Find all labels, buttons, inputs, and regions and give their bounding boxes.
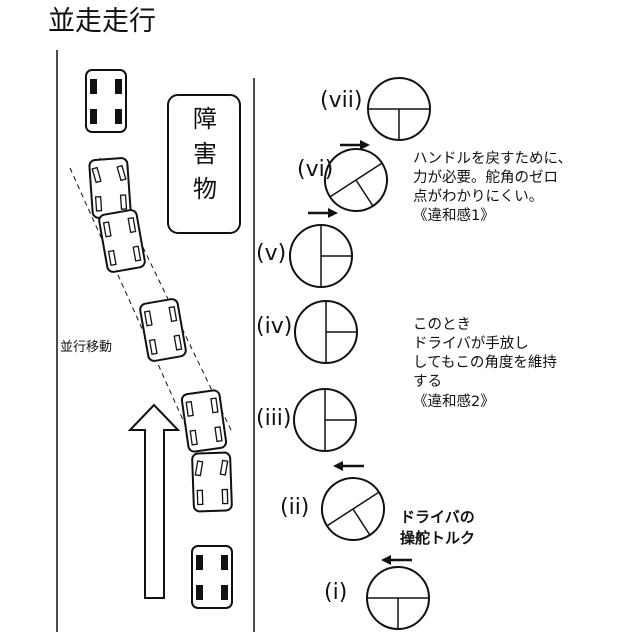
steering-wheel-ii — [310, 466, 396, 552]
steering-wheel-v — [290, 225, 352, 287]
driver-torque-label: ドライバの 操舵トルク — [400, 507, 475, 549]
steering-wheel-iii — [294, 389, 356, 451]
car-top — [86, 70, 126, 132]
arrow-left-i-icon — [381, 555, 412, 565]
car-bottom — [192, 546, 232, 608]
steering-wheel-iv — [295, 301, 357, 363]
arrow-left-ii-icon — [333, 461, 364, 471]
note-discomfort-1: ハンドルを戻すために、 力が必要。舵角のゼロ 点がわかりにくい。 《違和感1》 — [413, 150, 572, 227]
car-step-3 — [139, 298, 186, 362]
stage-label-ii: (ii) — [280, 495, 309, 520]
steering-wheel-i — [367, 567, 429, 629]
car-step-5 — [192, 452, 232, 511]
stage-label-vi: (vi) — [297, 157, 333, 182]
obstacle-label: 障害物 — [188, 102, 222, 206]
stage-label-iii: (iii) — [256, 406, 292, 431]
forward-arrow — [130, 405, 178, 598]
stage-label-v: (v) — [256, 241, 286, 266]
stage-label-i: (i) — [324, 580, 347, 605]
parallel-move-label: 並行移動 — [60, 340, 112, 356]
car-step-1 — [89, 158, 131, 219]
car-step-4 — [181, 390, 227, 453]
arrow-right-v-icon — [308, 208, 338, 218]
car-step-2 — [98, 209, 145, 273]
stage-label-vii: (vii) — [320, 88, 362, 113]
stage-label-iv: (iv) — [256, 314, 292, 339]
note-discomfort-2: このとき ドライバが手放し してもこの角度を維持 する 《違和感2》 — [413, 316, 557, 412]
steering-wheel-vii — [368, 78, 430, 140]
